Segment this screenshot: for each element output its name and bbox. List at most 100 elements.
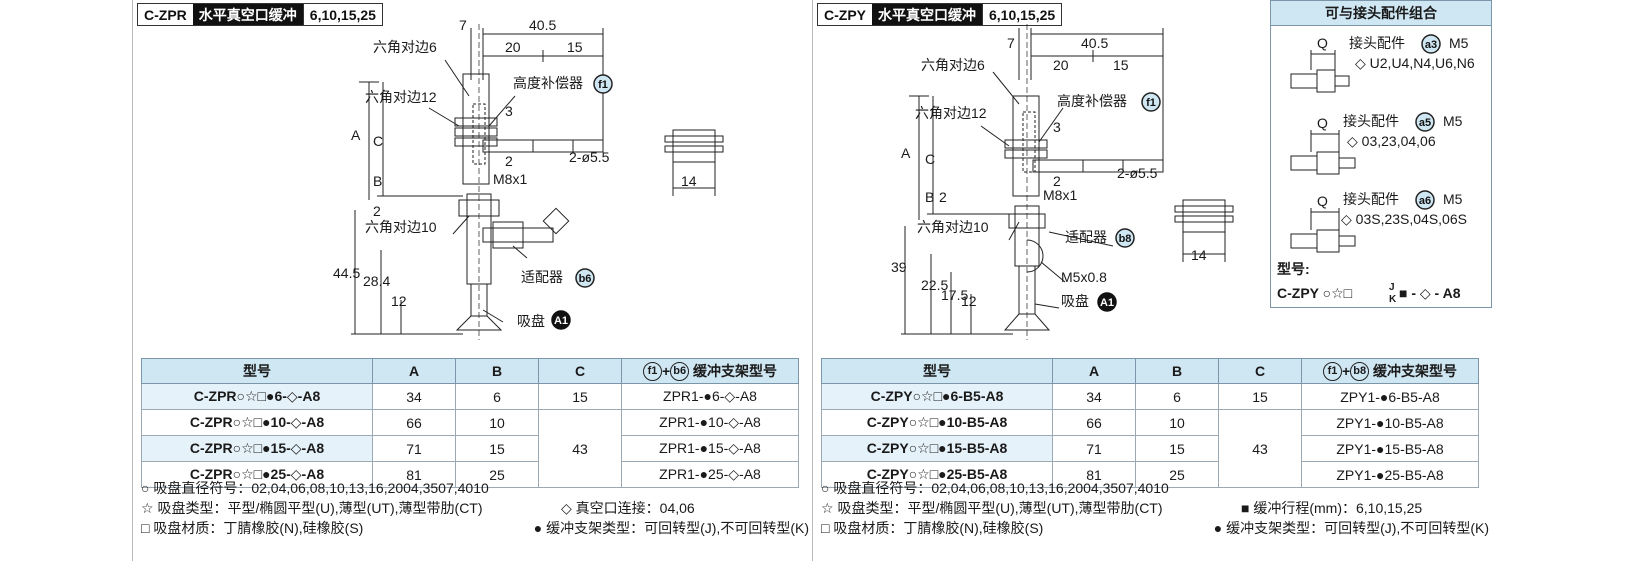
dim-20: 20 xyxy=(505,39,521,55)
badge-a3: a3 xyxy=(1425,39,1437,51)
dim-7: 7 xyxy=(1007,35,1015,51)
cell-c-merged: 43 xyxy=(1218,409,1302,488)
cell-holder: ZPR1-●10-◇-A8 xyxy=(621,409,799,436)
section-header: C-ZPR 水平真空口缓冲 6,10,15,25 xyxy=(137,3,383,26)
dim-2a: 2 xyxy=(505,153,513,169)
cell-b: 15 xyxy=(1135,435,1219,462)
cell-holder: ZPY1-●10-B5-A8 xyxy=(1301,409,1479,436)
model-code-suffix: ■ - ◇ - A8 xyxy=(1399,285,1461,301)
label-adapter: 适配器 xyxy=(521,269,563,285)
col-holder-label: 缓冲支架型号 xyxy=(1373,362,1458,379)
col-holder-label: 缓冲支架型号 xyxy=(693,362,778,379)
legend-notes: ○ 吸盘直径符号：02,04,06,08,10,13,16,2004,3507,… xyxy=(821,478,1489,538)
note-pad-material: □ 吸盘材质：丁腈橡胶(N),硅橡胶(S) xyxy=(821,520,1044,536)
cell-c: 15 xyxy=(1218,383,1302,410)
section-header: C-ZPY 水平真空口缓冲 6,10,15,25 xyxy=(817,3,1063,26)
label-suction-pad: 吸盘 xyxy=(517,313,545,329)
table-row: C-ZPR○☆□●15-◇-A8 71 15 ZPR1-●15-◇-A8 xyxy=(141,435,799,462)
cell-b: 6 xyxy=(1135,383,1219,410)
cell-c: 15 xyxy=(538,383,622,410)
badge-f1: f1 xyxy=(598,79,608,91)
badge-f1-header: f1 xyxy=(1322,362,1342,382)
dim-A: A xyxy=(901,145,911,161)
legend-notes: ○ 吸盘直径符号：02,04,06,08,10,13,16,2004,3507,… xyxy=(141,478,809,538)
stroke-list: 6,10,15,25 xyxy=(302,4,382,25)
dim-thread: M8x1 xyxy=(493,171,527,187)
cell-a: 66 xyxy=(372,409,456,436)
label-height-compensator: 高度补偿器 xyxy=(513,75,583,91)
label-adapter: 适配器 xyxy=(1065,229,1107,245)
cell-model: C-ZPR○☆□●15-◇-A8 xyxy=(141,435,373,462)
note-holder-type: ● 缓冲支架类型：可回转型(J),不可回转型(K) xyxy=(533,520,809,536)
cell-holder: ZPY1-●6-B5-A8 xyxy=(1301,383,1479,410)
col-b: B xyxy=(455,358,539,384)
note-pad-type: ☆ 吸盘类型：平型/椭圆平型(U),薄型(UT),薄型带肋(CT) xyxy=(821,500,1163,516)
table-row: C-ZPY○☆□●15-B5-A8 71 15 ZPY1-●15-B5-A8 xyxy=(821,435,1479,462)
note-pad-material: □ 吸盘材质：丁腈橡胶(N),硅橡胶(S) xyxy=(141,520,364,536)
cell-a: 34 xyxy=(1052,383,1136,410)
badge-b6: b6 xyxy=(579,273,592,285)
dim-15: 15 xyxy=(1113,57,1129,73)
stroke-list: 6,10,15,25 xyxy=(982,4,1062,25)
dim-hole: 2-ø5.5 xyxy=(569,149,610,165)
cell-model: C-ZPY○☆□●6-B5-A8 xyxy=(821,383,1053,410)
dim-width-14: 14 xyxy=(681,173,697,189)
fitting-thread: M5 xyxy=(1449,35,1469,51)
dimension-drawing: 7 40.5 20 15 六角对边6 六角对边12 高度补偿器 3 2 2-ø5… xyxy=(333,17,724,340)
cell-model: C-ZPR○☆□●25-◇-A8 xyxy=(141,461,373,488)
cell-model: C-ZPR○☆□●6-◇-A8 xyxy=(141,383,373,410)
col-a: A xyxy=(372,358,456,384)
label-hex10: 六角对边10 xyxy=(365,219,437,235)
col-model: 型号 xyxy=(141,358,373,384)
cell-b: 6 xyxy=(455,383,539,410)
cell-a: 81 xyxy=(372,461,456,488)
series-code: C-ZPY xyxy=(818,4,872,25)
table-row: C-ZPY○☆□●10-B5-A8 66 10 43 ZPY1-●10-B5-A… xyxy=(821,409,1479,488)
dim-2b: 2 xyxy=(373,203,381,219)
cell-c-merged: 43 xyxy=(538,409,622,488)
dim-44-5: 44.5 xyxy=(333,265,360,281)
spec-table: 型号 A B C f1+b8 缓冲支架型号 C-ZPY○☆□●6-B5-A8 3… xyxy=(821,358,1479,488)
dim-width-14: 14 xyxy=(1191,247,1207,263)
label-suction-pad: 吸盘 xyxy=(1061,293,1089,309)
note-pad-diameter: ○ 吸盘直径符号：02,04,06,08,10,13,16,2004,3507,… xyxy=(821,480,1169,496)
badge-a5: a5 xyxy=(1419,117,1431,129)
cell-holder: ZPR1-●6-◇-A8 xyxy=(621,383,799,410)
col-holder: f1+b6 缓冲支架型号 xyxy=(621,358,799,384)
dim-hole: 2-ø5.5 xyxy=(1117,165,1158,181)
cell-a: 66 xyxy=(1052,409,1136,436)
cell-b: 10 xyxy=(455,409,539,436)
note-pad-diameter: ○ 吸盘直径符号：02,04,06,08,10,13,16,2004,3507,… xyxy=(141,480,489,496)
label-hex10: 六角对边10 xyxy=(917,219,989,235)
fitting-label: 接头配件 xyxy=(1343,113,1399,129)
table-row: C-ZPY○☆□●6-B5-A8 34 6 15 ZPY1-●6-B5-A8 xyxy=(821,383,1479,410)
dim-40-5: 40.5 xyxy=(1081,35,1108,51)
note-holder-type: ● 缓冲支架类型：可回转型(J),不可回转型(K) xyxy=(1213,520,1489,536)
col-c: C xyxy=(538,358,622,384)
label-hex6-text: 六角对边6 xyxy=(921,57,985,73)
cell-holder: ZPR1-●25-◇-A8 xyxy=(621,461,799,488)
dim-40-5: 40.5 xyxy=(529,17,556,33)
note-vacuum-port: ◇ 真空口连接：04,06 xyxy=(561,500,695,516)
dim-3: 3 xyxy=(505,103,513,119)
dim-B: B xyxy=(925,189,934,205)
fitting-options: ◇ U2,U4,N4,U6,N6 xyxy=(1355,55,1475,71)
badge-b8: b8 xyxy=(1119,233,1132,245)
badge-a1: A1 xyxy=(554,315,568,327)
panel-c-zpy: C-ZPY 水平真空口缓冲 6,10,15,25 xyxy=(812,0,1494,561)
dim-3: 3 xyxy=(1053,119,1061,135)
fitting-thread: M5 xyxy=(1443,191,1463,207)
cell-model: C-ZPY○☆□●10-B5-A8 xyxy=(821,409,1053,436)
col-b: B xyxy=(1135,358,1219,384)
panel-c-zpr: C-ZPR 水平真空口缓冲 6,10,15,25 xyxy=(132,0,813,561)
dim-C: C xyxy=(373,133,383,149)
dim-39: 39 xyxy=(891,259,907,275)
badge-a6: a6 xyxy=(1419,195,1431,207)
series-name: 水平真空口缓冲 xyxy=(872,4,982,25)
badge-f1-header: f1 xyxy=(642,362,662,382)
dim-thread: M8x1 xyxy=(1043,187,1077,203)
fitting-drawings: Q 接头配件 M5 ◇ U2,U4,N4,U6,N6 Q 接头配件 M5 ◇ 0… xyxy=(1277,34,1475,305)
dim-15: 15 xyxy=(567,39,583,55)
model-code-j: J xyxy=(1389,282,1395,293)
cell-b: 25 xyxy=(1135,461,1219,488)
